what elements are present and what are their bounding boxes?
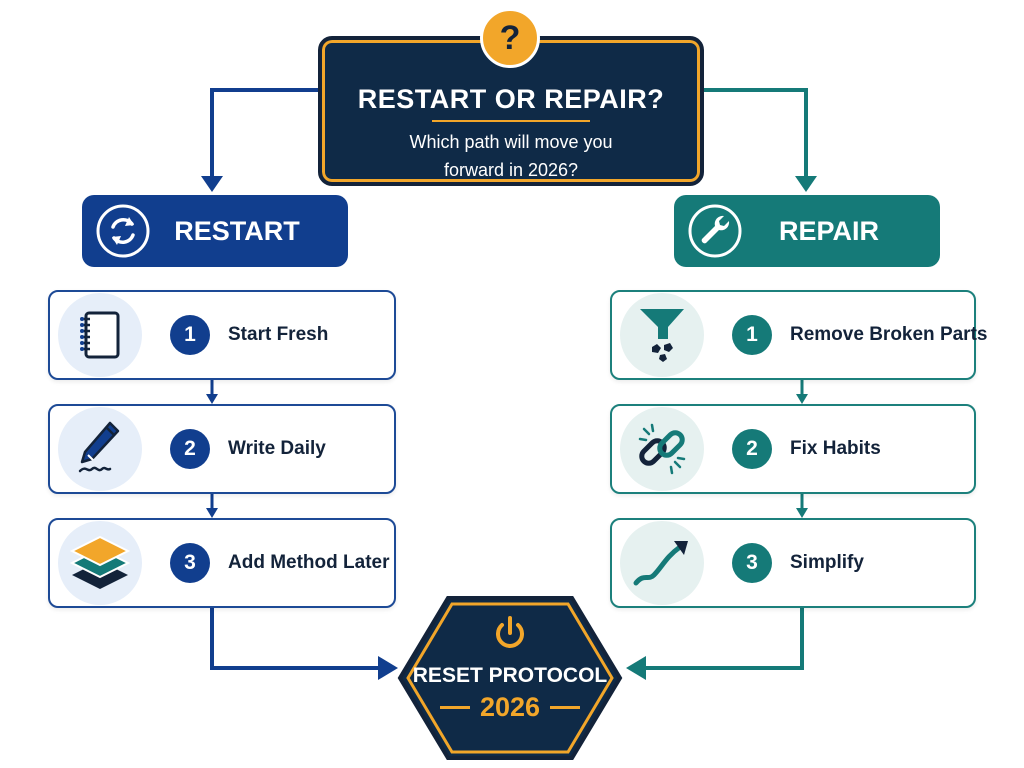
question-divider (432, 120, 590, 122)
repair-header: REPAIR (674, 195, 940, 267)
power-icon (496, 616, 524, 648)
chain-link-icon (620, 407, 704, 491)
question-title: RESTART OR REPAIR? (357, 84, 665, 114)
question-subtitle-line1: Which path will move you (409, 132, 613, 152)
restart-label: RESTART (174, 215, 300, 246)
funnel-icon (620, 293, 704, 377)
wrench-icon (684, 200, 746, 262)
restart-step-arrows (206, 380, 218, 518)
step-label: Remove Broken Parts (790, 324, 988, 345)
repair-step-arrows (796, 380, 808, 518)
question-badge: ? (480, 8, 540, 68)
refresh-icon (92, 200, 154, 262)
repair-to-reset-arrow (626, 608, 804, 680)
step-number: 2 (732, 429, 772, 469)
reset-protocol-hexagon (397, 596, 623, 760)
year-rule-left (439, 706, 470, 709)
repair-step-3: 3 Simplify (610, 518, 976, 608)
trend-arrow-icon (620, 521, 704, 605)
pen-icon (58, 407, 142, 491)
step-label: Simplify (790, 552, 864, 573)
repair-step-1: 1 Remove Broken Parts (610, 290, 987, 380)
step-label: Write Daily (228, 438, 326, 459)
step-number: 1 (170, 315, 210, 355)
layers-icon (58, 521, 142, 605)
step-label: Add Method Later (228, 552, 390, 573)
question-box: RESTART OR REPAIR? Which path will move … (318, 36, 704, 186)
reset-title: RESET PROTOCOL (412, 664, 608, 687)
step-number: 3 (170, 543, 210, 583)
repair-label: REPAIR (778, 215, 879, 246)
restart-to-reset-arrow (210, 608, 398, 680)
reset-year: 2026 (479, 692, 541, 722)
restart-step-2: 2 Write Daily (48, 404, 396, 494)
step-number: 2 (170, 429, 210, 469)
question-subtitle-line2: forward in 2026? (443, 160, 579, 180)
step-label: Start Fresh (228, 324, 329, 345)
notebook-icon (58, 293, 142, 377)
step-label: Fix Habits (790, 438, 881, 459)
question-to-restart-arrow (201, 88, 318, 192)
question-subtitle: Which path will move you forward in 2026… (352, 128, 670, 184)
restart-step-3: 3 Add Method Later (48, 518, 396, 608)
step-number: 3 (732, 543, 772, 583)
repair-step-2: 2 Fix Habits (610, 404, 976, 494)
question-to-repair-arrow (704, 88, 817, 192)
reset-year-row: 2026 (396, 692, 624, 723)
restart-step-1: 1 Start Fresh (48, 290, 396, 380)
step-number: 1 (732, 315, 772, 355)
year-rule-right (550, 706, 581, 709)
restart-header: RESTART (82, 195, 348, 267)
